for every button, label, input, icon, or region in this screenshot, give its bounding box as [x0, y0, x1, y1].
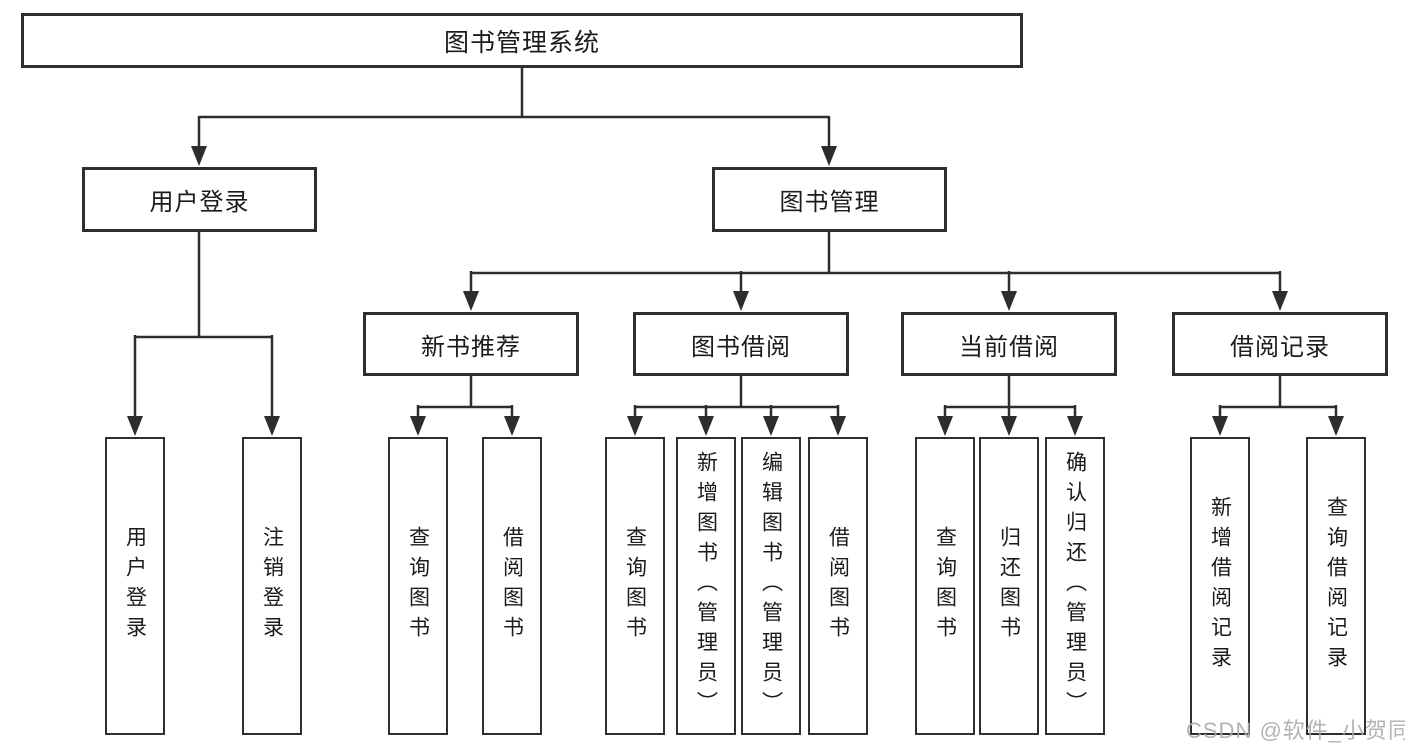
leaf-borrowing-query-books-label: 查询图书 — [623, 526, 647, 646]
leaf-records-add-record: 新增借阅记录 — [1190, 437, 1250, 735]
leaf-borrowing-edit-books-admin-label: 编辑图书（管理员） — [759, 451, 783, 721]
leaf-current-return-books: 归还图书 — [979, 437, 1039, 735]
leaf-recommend-query-books-label: 查询图书 — [406, 526, 430, 646]
connector-root-to-level1 — [197, 68, 831, 150]
leaf-current-query-books-label: 查询图书 — [933, 526, 957, 646]
leaf-recommend-borrow-books-label: 借阅图书 — [500, 526, 524, 646]
leaf-borrowing-add-books-admin-label: 新增图书（管理员） — [694, 451, 718, 721]
leaf-borrowing-borrow-books-label: 借阅图书 — [826, 526, 850, 646]
leaf-logout-label: 注销登录 — [260, 526, 284, 646]
leaf-current-confirm-return-admin-label: 确认归还（管理员） — [1063, 451, 1087, 721]
connector-userlogin-to-leaves — [133, 232, 274, 420]
leaf-current-return-books-label: 归还图书 — [997, 526, 1021, 646]
leaf-borrowing-query-books: 查询图书 — [605, 437, 665, 735]
connector-newrec-to-leaves — [416, 376, 514, 420]
node-new-book-recommend-label: 新书推荐 — [421, 333, 521, 361]
node-borrowing-records: 借阅记录 — [1172, 312, 1388, 376]
node-book-borrowing-label: 图书借阅 — [691, 333, 791, 361]
node-borrowing-records-label: 借阅记录 — [1230, 333, 1330, 361]
node-user-login: 用户登录 — [82, 167, 317, 232]
leaf-records-query-record-label: 查询借阅记录 — [1324, 496, 1348, 676]
csdn-watermark: CSDN @软件_小贺同学 — [1186, 718, 1405, 743]
leaf-records-add-record-label: 新增借阅记录 — [1208, 496, 1232, 676]
leaf-recommend-query-books: 查询图书 — [388, 437, 448, 735]
node-root-system: 图书管理系统 — [21, 13, 1023, 68]
node-book-management-label: 图书管理 — [779, 189, 880, 216]
leaf-user-login-label: 用户登录 — [123, 526, 147, 646]
leaf-borrowing-edit-books-admin: 编辑图书（管理员） — [741, 437, 801, 735]
node-book-borrowing: 图书借阅 — [633, 312, 849, 376]
leaf-current-query-books: 查询图书 — [915, 437, 975, 735]
connector-borrow-to-leaves — [633, 376, 840, 420]
node-book-management: 图书管理 — [712, 167, 947, 232]
leaf-borrowing-borrow-books: 借阅图书 — [808, 437, 868, 735]
node-current-borrowing-label: 当前借阅 — [959, 333, 1059, 361]
node-root-system-label: 图书管理系统 — [443, 28, 600, 57]
leaf-logout: 注销登录 — [242, 437, 302, 735]
leaf-current-confirm-return-admin: 确认归还（管理员） — [1045, 437, 1105, 735]
leaf-records-query-record: 查询借阅记录 — [1306, 437, 1366, 735]
leaf-borrowing-add-books-admin: 新增图书（管理员） — [676, 437, 736, 735]
leaf-recommend-borrow-books: 借阅图书 — [482, 437, 542, 735]
node-user-login-label: 用户登录 — [149, 189, 250, 216]
node-current-borrowing: 当前借阅 — [901, 312, 1117, 376]
connector-current-to-leaves — [943, 376, 1077, 420]
node-new-book-recommend: 新书推荐 — [363, 312, 579, 376]
connector-bookmgmt-to-level2 — [469, 232, 1282, 295]
connector-records-to-leaves — [1218, 376, 1338, 420]
leaf-user-login: 用户登录 — [105, 437, 165, 735]
